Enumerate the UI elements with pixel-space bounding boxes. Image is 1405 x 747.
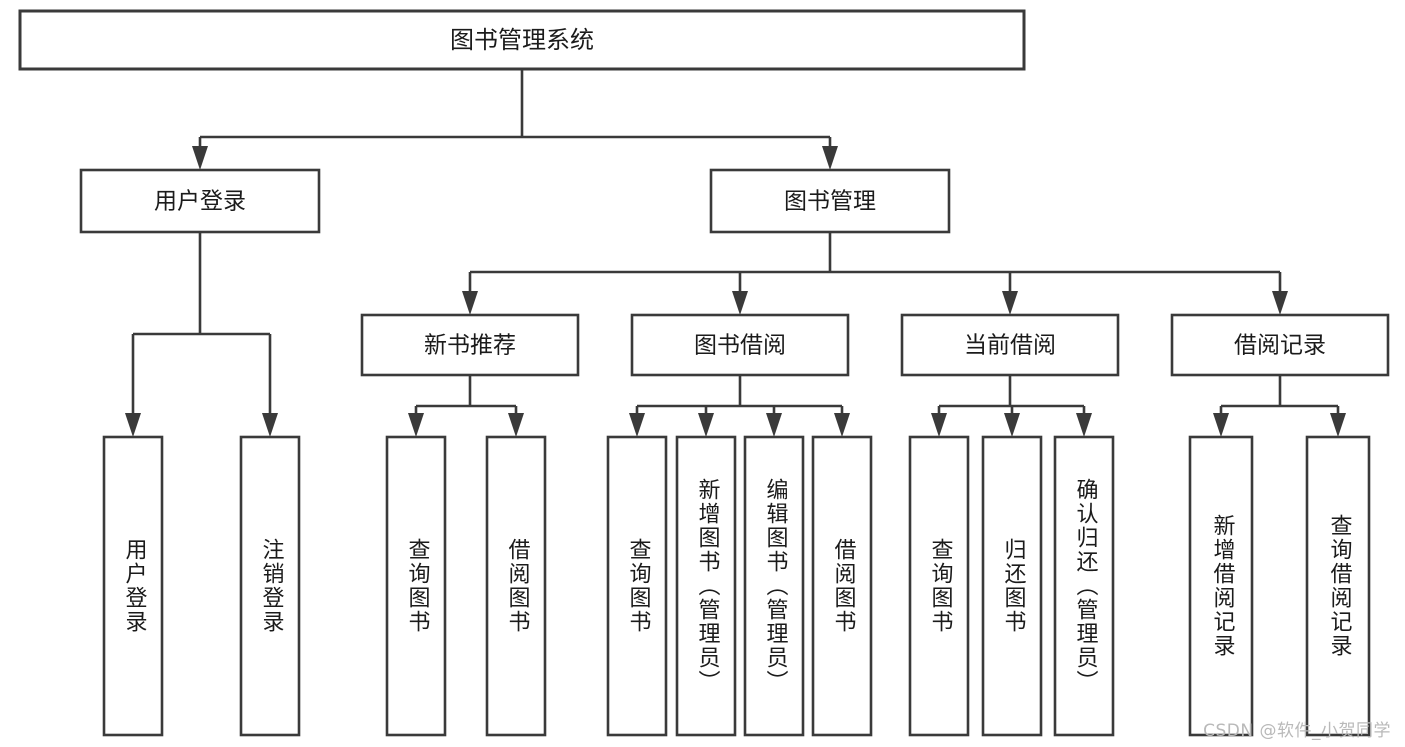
leaf-boxes <box>102 435 1371 737</box>
arrow-head-leaf-edit-book <box>766 413 782 437</box>
edge-group-new-book-recommend <box>408 375 524 437</box>
node-user-login-box[interactable] <box>79 168 321 234</box>
arrow-head-user-login <box>192 146 208 170</box>
arrow-head-current-borrow <box>1002 291 1018 315</box>
arrow-head-leaf-query-book-current <box>931 413 947 437</box>
arrow-head-leaf-return-book <box>1004 413 1020 437</box>
node-root-label: 图书管理系统 <box>450 26 594 54</box>
arrow-head-new-book-recommend <box>462 291 478 315</box>
arrow-head-leaf-query-book-recommend <box>408 413 424 437</box>
node-current-borrow-box[interactable] <box>900 313 1120 377</box>
node-book-management-label: 图书管理 <box>784 189 876 215</box>
arrow-head-leaf-borrow-book <box>834 413 850 437</box>
csdn-watermark: CSDN @软件_小贺同学 <box>1203 721 1391 741</box>
node-borrow-record-box[interactable] <box>1170 313 1390 377</box>
arrow-head-borrow-record <box>1272 291 1288 315</box>
node-book-management[interactable]: 图书管理 <box>709 168 951 234</box>
arrow-head-book-borrow <box>732 291 748 315</box>
node-leaf-query-borrow-record-box[interactable] <box>1305 435 1371 737</box>
edge-group-root <box>192 69 838 170</box>
node-book-borrow-box[interactable] <box>630 313 850 377</box>
node-new-book-recommend-box[interactable] <box>360 313 580 377</box>
node-leaf-user-login-box[interactable] <box>102 435 164 737</box>
node-current-borrow[interactable]: 当前借阅 <box>900 313 1120 377</box>
node-current-borrow-label: 当前借阅 <box>964 333 1056 359</box>
node-new-book-recommend-label: 新书推荐 <box>424 333 516 359</box>
arrow-head-leaf-add-borrow-record <box>1213 413 1229 437</box>
node-leaf-logout-box[interactable] <box>239 435 301 737</box>
node-user-login-label: 用户登录 <box>154 189 246 215</box>
arrow-head-leaf-query-book-borrow <box>629 413 645 437</box>
node-borrow-record-label: 借阅记录 <box>1234 333 1326 359</box>
node-root[interactable]: 图书管理系统 <box>18 9 1026 71</box>
arrow-head-leaf-query-borrow-record <box>1330 413 1346 437</box>
node-leaf-query-book-current-box[interactable] <box>908 435 970 737</box>
edge-group-book-management <box>462 232 1288 315</box>
node-leaf-borrow-book-box[interactable] <box>811 435 873 737</box>
edge-group-borrow-record <box>1213 375 1346 437</box>
arrow-head-book-management <box>822 146 838 170</box>
arrow-head-leaf-user-login <box>125 413 141 437</box>
node-leaf-edit-book-box[interactable] <box>743 435 805 737</box>
node-leaf-query-book-recommend-box[interactable] <box>385 435 447 737</box>
node-leaf-return-book-box[interactable] <box>981 435 1043 737</box>
node-leaf-add-book-box[interactable] <box>675 435 737 737</box>
node-leaf-add-borrow-record-box[interactable] <box>1188 435 1254 737</box>
node-leaf-confirm-return-box[interactable] <box>1053 435 1115 737</box>
arrow-head-leaf-add-book <box>698 413 714 437</box>
node-book-borrow-label: 图书借阅 <box>694 333 786 359</box>
arrow-head-leaf-logout <box>262 413 278 437</box>
node-borrow-record[interactable]: 借阅记录 <box>1170 313 1390 377</box>
arrow-head-leaf-borrow-book-recommend <box>508 413 524 437</box>
node-leaf-query-book-borrow-box[interactable] <box>606 435 668 737</box>
node-user-login[interactable]: 用户登录 <box>79 168 321 234</box>
node-new-book-recommend[interactable]: 新书推荐 <box>360 313 580 377</box>
node-root-box[interactable] <box>18 9 1026 71</box>
edge-group-user-login <box>125 232 278 437</box>
arrow-head-leaf-confirm-return <box>1076 413 1092 437</box>
edge-group-current-borrow <box>931 375 1092 437</box>
node-book-management-box[interactable] <box>709 168 951 234</box>
edge-group-book-borrow <box>629 375 850 437</box>
node-leaf-borrow-book-recommend-box[interactable] <box>485 435 547 737</box>
node-book-borrow[interactable]: 图书借阅 <box>630 313 850 377</box>
